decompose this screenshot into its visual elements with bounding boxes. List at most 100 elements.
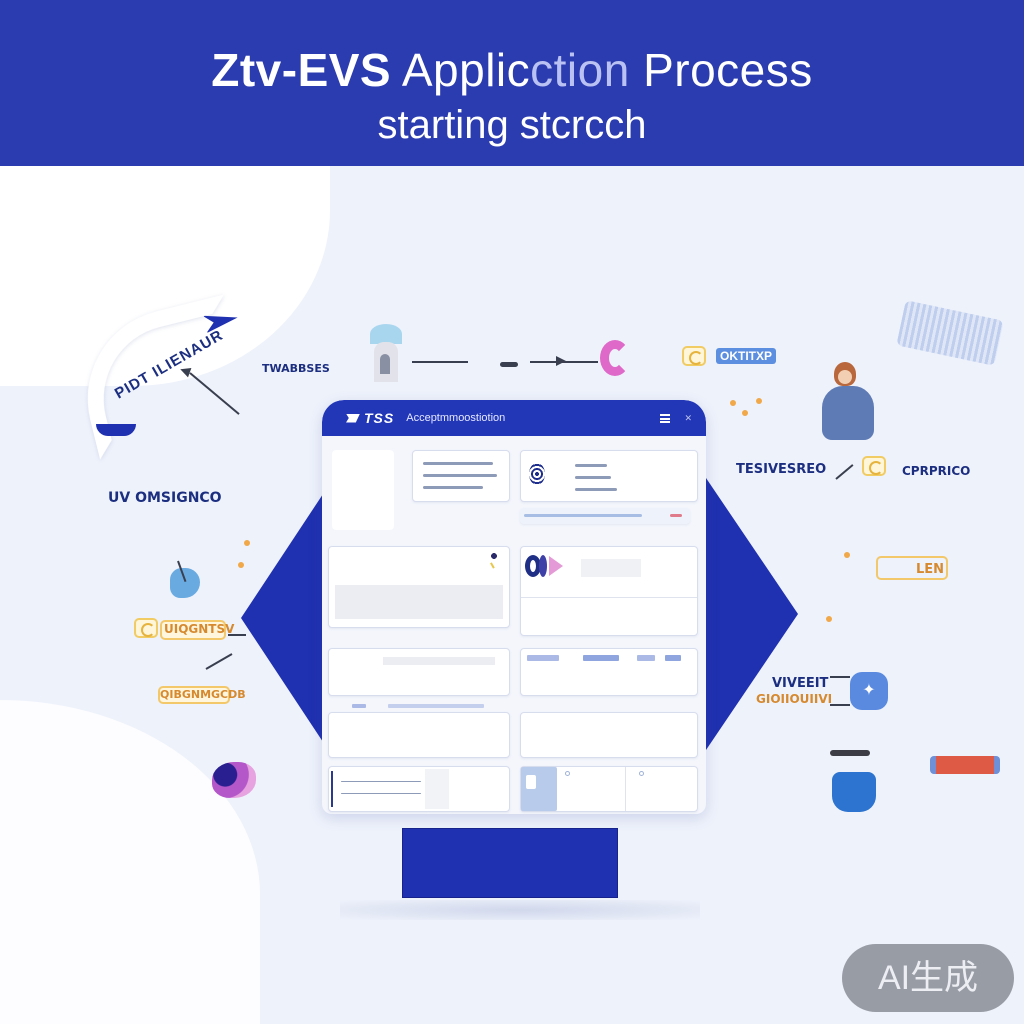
text-line	[423, 474, 497, 477]
label-pill	[876, 556, 948, 580]
connector-arrow	[830, 704, 850, 706]
text-line	[575, 488, 617, 491]
dot	[742, 410, 748, 416]
caption-label: TWABBSES	[262, 362, 330, 375]
person-icon	[820, 362, 876, 442]
text-line	[423, 486, 483, 489]
bridge-icon	[896, 300, 1004, 366]
hamburger-menu-icon[interactable]	[660, 413, 671, 423]
info-card[interactable]	[412, 450, 510, 502]
radio-option[interactable]	[565, 771, 570, 776]
close-icon[interactable]: ✕	[684, 412, 692, 423]
tab-chip[interactable]	[583, 655, 619, 661]
window-body	[322, 436, 706, 814]
submit-button[interactable]	[402, 828, 618, 898]
upload-card[interactable]	[328, 546, 510, 628]
ai-generated-badge: AI生成	[842, 944, 1014, 1012]
list-line	[341, 793, 421, 794]
sparkle-icon	[489, 551, 499, 561]
play-badge-icon	[525, 555, 563, 577]
connector-arrow	[205, 653, 233, 670]
dot	[730, 400, 736, 406]
document-icon	[521, 767, 557, 811]
input-field[interactable]	[335, 585, 503, 619]
logo-mark-icon	[346, 413, 360, 423]
empty-card[interactable]	[520, 712, 698, 758]
tab-chip[interactable]	[637, 655, 655, 661]
title-suffix: Process	[629, 44, 813, 96]
left-pill-label: UIQGNTSV	[164, 622, 235, 636]
fingerprint-card[interactable]	[520, 450, 698, 502]
text-line	[423, 462, 493, 465]
left-triangle-arrow	[241, 494, 323, 742]
brush-stroke	[830, 750, 870, 756]
arrow-head-icon	[556, 356, 566, 366]
tabs-card[interactable]	[520, 648, 698, 696]
dot	[756, 398, 762, 404]
window-controls: ✕	[660, 413, 692, 424]
document-card[interactable]	[520, 766, 698, 812]
tab-chip[interactable]	[527, 655, 559, 661]
right-lower-label: VIVEEIT	[772, 676, 829, 691]
ribbon-tail	[96, 424, 136, 436]
page-subtitle: starting stcrcch	[377, 103, 647, 147]
connector-arrow	[412, 361, 468, 363]
window-title: Acceptmmoostiotion	[406, 412, 506, 424]
castle-icon	[366, 318, 406, 388]
fingerprint-icon	[529, 463, 545, 485]
right-orange-label: LEN	[916, 562, 945, 577]
text-line	[575, 476, 611, 479]
pink-shape-icon	[600, 340, 630, 376]
list-line	[341, 781, 421, 782]
media-card[interactable]	[520, 546, 698, 636]
text-line	[575, 464, 607, 467]
right-badge-label: CPRPRICO	[902, 464, 971, 478]
tab-chip[interactable]	[388, 704, 484, 708]
title-bold: EVS	[297, 44, 392, 96]
dot	[844, 552, 850, 558]
connector-arrow	[830, 676, 850, 678]
window-titlebar: TSS Acceptmmoostiotion ✕	[322, 400, 706, 436]
page-title: Ztv-EVS Applicction Process	[0, 42, 1024, 98]
dot	[826, 616, 832, 622]
shadow	[340, 900, 700, 920]
text-placeholder	[383, 657, 495, 665]
pin-icon	[639, 771, 644, 776]
divider	[521, 597, 697, 598]
tab-chip[interactable]	[352, 704, 366, 708]
swirl-icon	[862, 456, 886, 476]
avatar-placeholder	[332, 450, 394, 530]
left-label-omsignco: UV OMSIGNCO	[108, 490, 222, 506]
title-faded: ction	[530, 44, 630, 96]
text-placeholder	[581, 559, 641, 577]
tab-chip[interactable]	[665, 655, 681, 661]
header-banner: Ztv-EVS Applicction Process starting stc…	[0, 0, 1024, 166]
title-prefix: Ztv-	[211, 44, 298, 96]
swirl-icon	[682, 346, 706, 366]
form-card[interactable]	[328, 648, 510, 696]
divider	[625, 767, 626, 811]
progress-fill	[524, 514, 642, 517]
progress-bar	[520, 508, 690, 524]
splash-icon	[170, 568, 200, 598]
list-bullets	[331, 771, 333, 807]
application-window: TSS Acceptmmoostiotion ✕	[322, 400, 706, 814]
text-placeholder	[425, 769, 449, 809]
right-label-tesivesreo: TESIVESREO	[736, 462, 827, 477]
blue-badge-icon	[832, 772, 876, 812]
connector-arrow	[835, 464, 854, 480]
app-logo: TSS	[346, 410, 394, 426]
left-lower-label: QIBGNMGCDB	[160, 688, 246, 701]
progress-marker	[670, 514, 682, 517]
label-pill: OKTITXP	[716, 348, 777, 364]
swirl-icon	[134, 618, 158, 638]
list-card[interactable]	[328, 766, 510, 812]
empty-card[interactable]	[328, 712, 510, 758]
compass-icon	[850, 672, 888, 710]
right-lower-orange-label: GIOIIOUIIVI	[756, 692, 833, 706]
label-pill	[160, 620, 226, 640]
scroll-icon	[930, 756, 1000, 774]
connector-arrow	[228, 634, 246, 636]
right-triangle-arrow	[706, 478, 798, 750]
label-pill	[158, 686, 230, 704]
